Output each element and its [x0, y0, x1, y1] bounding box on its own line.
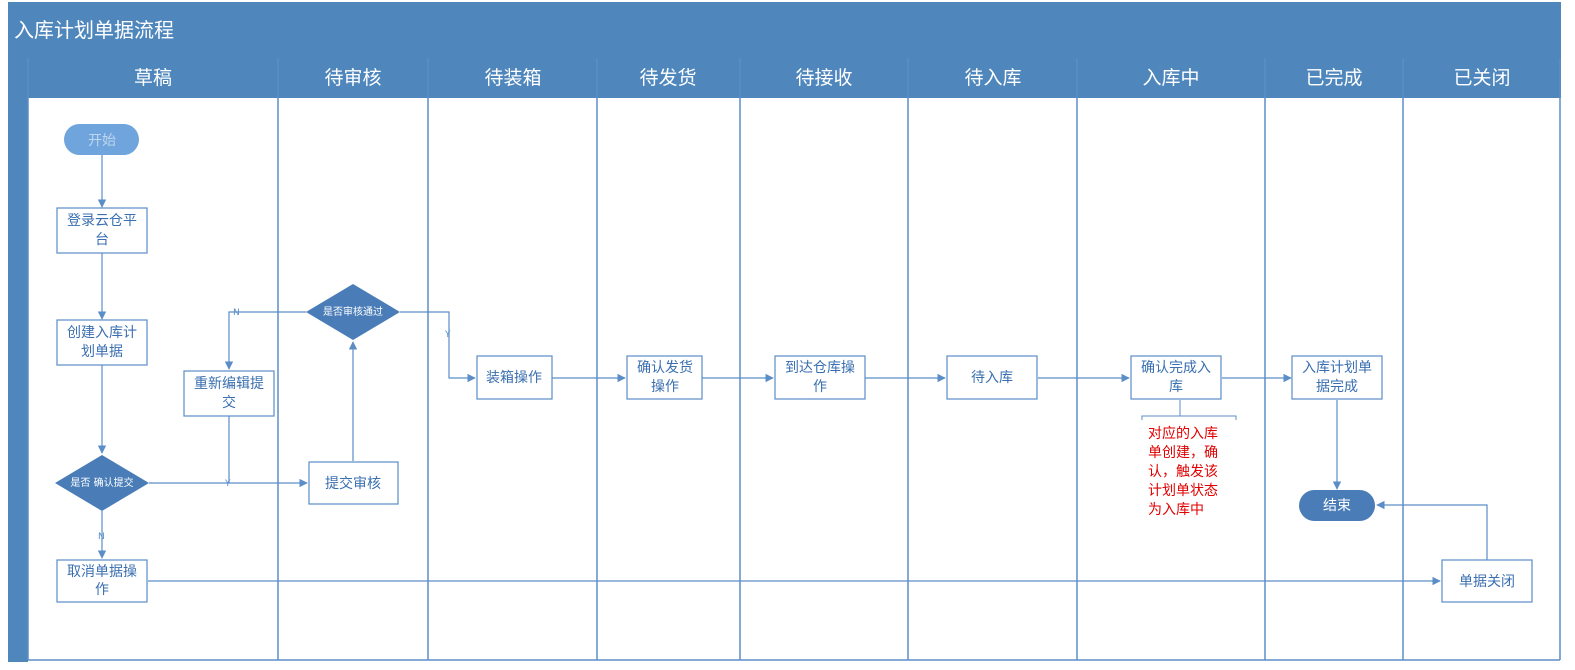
- boxing-node: 装箱操作: [476, 355, 553, 400]
- confirm-done-label-line-1: 确认完成入: [1141, 360, 1211, 376]
- create-label-line-2: 划单据: [81, 344, 123, 360]
- start-node: 开始: [64, 124, 139, 155]
- re-edit-node: 重新编辑提 交: [183, 370, 275, 417]
- confirm-done-node: 确认完成入 库: [1130, 355, 1222, 400]
- arrive-label-line-1: 到达仓库操: [785, 360, 855, 376]
- review-pass-decision: 是否审核通过: [306, 284, 400, 340]
- lane-title-inbounding: 入库中: [1142, 67, 1199, 89]
- note-line-4: 计划单状态: [1148, 483, 1218, 499]
- review-pass-label: 是否审核通过: [323, 305, 383, 318]
- create-plan-node: 创建入库计 划单据: [56, 319, 148, 366]
- end-label: 结束: [1323, 498, 1351, 514]
- note-line-1: 对应的入库: [1148, 425, 1218, 442]
- connectors: [97, 155, 1488, 586]
- note-line-2: 单创建，确: [1148, 445, 1218, 461]
- lane-title-pending-review: 待审核: [324, 67, 381, 89]
- label-y-boxing: Y: [444, 330, 451, 340]
- lane-header-bar: [28, 58, 1561, 98]
- lane-title-draft: 草稿: [134, 67, 172, 89]
- confirm-ship-node: 确认发货 操作: [626, 355, 703, 400]
- arrive-label-line-2: 作: [813, 379, 827, 395]
- confirm-ship-label-line-1: 确认发货: [637, 359, 693, 376]
- note-bracket: [1141, 400, 1237, 420]
- close-label: 单据关闭: [1459, 574, 1515, 590]
- cancel-node: 取消单据操 作: [56, 559, 148, 603]
- lane-title-closed: 已关闭: [1453, 67, 1510, 89]
- create-label-line-1: 创建入库计: [67, 325, 137, 341]
- plan-done-label-line-1: 入库计划单: [1302, 360, 1372, 376]
- lane-title-completed: 已完成: [1305, 67, 1362, 89]
- diagram-title: 入库计划单据流程: [14, 18, 174, 42]
- label-y-submit: Y: [224, 479, 231, 489]
- re-edit-label-line-2: 交: [222, 394, 236, 411]
- wait-inbound-label: 待入库: [971, 370, 1013, 386]
- end-node: 结束: [1299, 490, 1375, 521]
- close-node: 单据关闭: [1441, 559, 1533, 603]
- plan-done-label-line-2: 据完成: [1316, 379, 1358, 395]
- wait-inbound-node: 待入库: [946, 355, 1038, 400]
- inbound-note: 对应的入库 单创建，确 认，触发该 计划单状态 为入库中: [1148, 425, 1218, 518]
- login-label-line-1: 登录云仓平: [67, 213, 137, 229]
- lane-title-pending-boxing: 待装箱: [484, 67, 541, 89]
- boxing-label: 装箱操作: [486, 370, 542, 386]
- login-label-line-2: 台: [95, 232, 109, 248]
- confirm-submit-label: 是否 确认提交: [70, 476, 133, 489]
- note-line-3: 认，触发该: [1148, 464, 1218, 480]
- cancel-label-line-1: 取消单据操: [67, 564, 137, 580]
- label-n-re-edit: N: [233, 308, 240, 318]
- note-line-5: 为入库中: [1148, 502, 1204, 518]
- side-bar: [8, 58, 28, 662]
- cancel-label-line-2: 作: [95, 582, 109, 598]
- title-bar: [8, 2, 1561, 58]
- submit-review-label: 提交审核: [325, 475, 381, 492]
- arrive-node: 到达仓库操 作: [774, 355, 866, 400]
- label-n-cancel: N: [98, 532, 105, 542]
- re-edit-label-line-1: 重新编辑提: [194, 376, 264, 392]
- confirm-submit-decision: 是否 确认提交: [55, 455, 149, 511]
- login-node: 登录云仓平 台: [56, 207, 148, 254]
- lane-title-pending-ship: 待发货: [639, 67, 696, 89]
- plan-done-node: 入库计划单 据完成: [1291, 355, 1383, 400]
- start-label: 开始: [88, 133, 116, 149]
- lane-separators: [27, 58, 1561, 661]
- lane-title-pending-inbound: 待入库: [964, 67, 1021, 89]
- confirm-done-label-line-2: 库: [1169, 379, 1183, 395]
- lane-title-pending-receive: 待接收: [795, 67, 852, 89]
- confirm-ship-label-line-2: 操作: [651, 379, 679, 395]
- submit-review-node: 提交审核: [308, 461, 399, 505]
